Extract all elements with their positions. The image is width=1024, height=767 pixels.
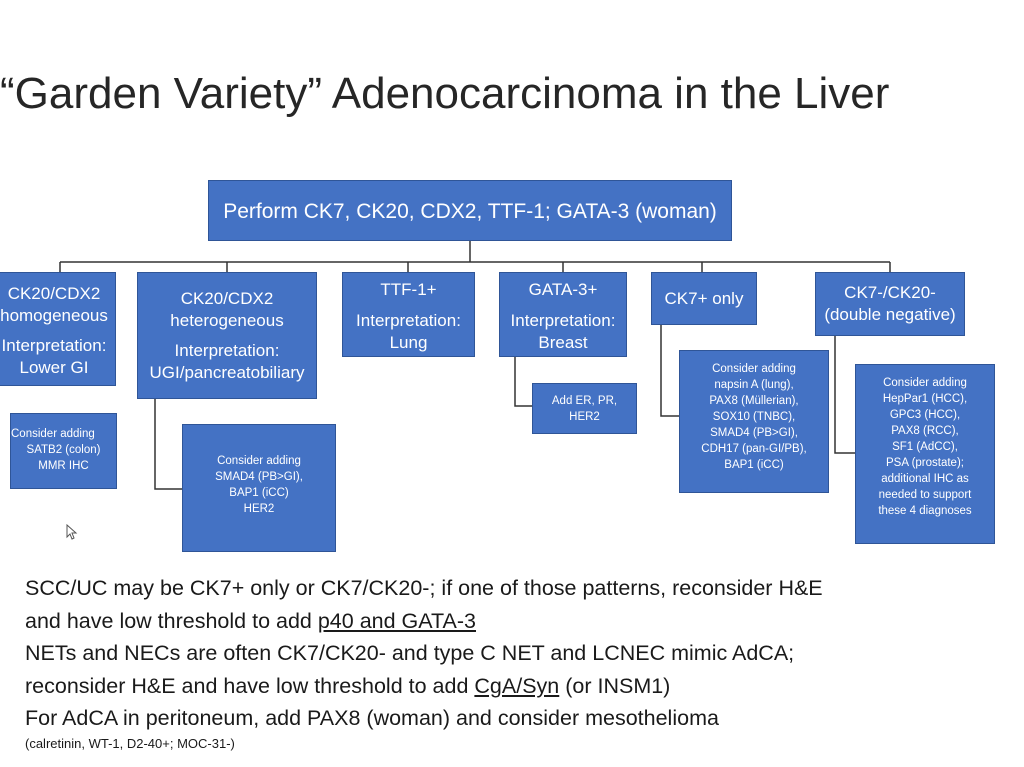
branch-line: CK7-/CK20- [844,283,936,302]
notes-text: SCC/UC may be CK7+ only or CK7/CK20-; if… [25,572,1024,753]
addon-line: SMAD4 (PB>GI), [215,471,303,483]
branch-ck20-homogeneous: CK20/CDX2 homogeneous Interpretation: Lo… [0,272,116,386]
branch-line: TTF-1+ [380,280,437,299]
root-box: Perform CK7, CK20, CDX2, TTF-1; GATA-3 (… [208,180,732,241]
branch-line: Lower GI [19,358,89,377]
branch-line: homogeneous [0,306,108,325]
addon-line: HepPar1 (HCC), [882,393,968,405]
addon-line: SF1 (AdCC), [892,441,958,453]
note-line: SCC/UC may be CK7+ only or CK7/CK20-; if… [25,572,1024,605]
addon-line: Add ER, PR, [551,395,618,407]
branch-ttf1: TTF-1+ Interpretation: Lung [342,272,475,357]
note-text: reconsider H&E and have low threshold to… [25,673,475,698]
addon-line: needed to support [878,489,972,501]
note-line: reconsider H&E and have low threshold to… [25,670,1024,703]
addon-line: PAX8 (RCC), [891,425,959,437]
addon-line: these 4 diagnoses [878,505,972,517]
addon-line: CDH17 (pan-GI/PB), [701,443,807,455]
branch-double-negative: CK7-/CK20- (double negative) [815,272,965,336]
branch-line: GATA-3+ [528,280,598,299]
note-text: For AdCA in peritoneum, add PAX8 (woman)… [25,706,719,730]
addon-line: MMR IHC [38,460,89,472]
note-text: (calretinin, WT-1, D2-40+; MOC-31-) [25,735,235,751]
branch-line: CK20/CDX2 [180,289,274,308]
branch-line: Lung [389,333,428,352]
note-underlined-text: p40 and GATA-3 [317,608,476,633]
note-text: (or INSM1) [559,673,671,698]
addon-ck7-only: Consider adding napsin A (lung), PAX8 (M… [679,350,829,493]
addon-line: additional IHC as [881,473,969,485]
addon-ugi: Consider adding SMAD4 (PB>GI), BAP1 (iCC… [182,424,336,552]
branch-line: CK20/CDX2 [7,284,101,303]
branch-line: Interpretation: [356,311,461,330]
branch-gata3: GATA-3+ Interpretation: Breast [499,272,627,357]
addon-line: Consider adding [11,428,95,440]
note-line: (calretinin, WT-1, D2-40+; MOC-31-) [25,735,1024,753]
addon-line: Consider adding [883,377,967,389]
addon-line: HER2 [569,411,600,423]
mouse-cursor-icon [66,524,78,540]
addon-breast: Add ER, PR, HER2 [532,383,637,434]
addon-double-negative: Consider adding HepPar1 (HCC), GPC3 (HCC… [855,364,995,544]
branch-line: UGI/pancreatobiliary [149,363,305,382]
branch-line: (double negative) [824,305,956,324]
addon-line: napsin A (lung), [714,379,794,391]
addon-line: Consider adding [217,455,301,467]
slide-title: “Garden Variety” Adenocarcinoma in the L… [0,69,890,118]
branch-line: Interpretation: [510,311,616,330]
addon-line: SATB2 (colon) [26,444,101,456]
branch-ck7-only: CK7+ only [651,272,757,325]
branch-line: CK7+ only [664,289,744,308]
note-line: NETs and NECs are often CK7/CK20- and ty… [25,637,1024,670]
root-label: Perform CK7, CK20, CDX2, TTF-1; GATA-3 (… [223,200,717,223]
addon-line: BAP1 (iCC) [229,487,289,499]
addon-lower-gi: Consider adding SATB2 (colon) MMR IHC [10,413,117,489]
branch-ck20-heterogeneous: CK20/CDX2 heterogeneous Interpretation: … [137,272,317,399]
note-text: SCC/UC may be CK7+ only or CK7/CK20-; if… [25,576,823,600]
branch-line: heterogeneous [170,311,284,330]
note-line: and have low threshold to add p40 and GA… [25,605,1024,638]
addon-line: HER2 [243,503,275,515]
addon-line: BAP1 (iCC) [724,459,784,471]
note-text: NETs and NECs are often CK7/CK20- and ty… [25,641,795,665]
branch-line: Breast [538,333,588,352]
branch-line: Interpretation: [1,336,107,355]
addon-line: Consider adding [712,363,796,375]
addon-line: GPC3 (HCC), [889,409,961,421]
note-line: For AdCA in peritoneum, add PAX8 (woman)… [25,702,1024,735]
branch-line: Interpretation: [174,341,280,360]
addon-line: PAX8 (Müllerian), [709,395,799,407]
note-underlined-text: CgA/Syn [474,673,560,698]
note-text: and have low threshold to add [25,608,318,633]
addon-line: SMAD4 (PB>GI), [710,427,798,439]
addon-line: PSA (prostate); [886,457,964,469]
addon-line: SOX10 (TNBC), [712,411,796,423]
